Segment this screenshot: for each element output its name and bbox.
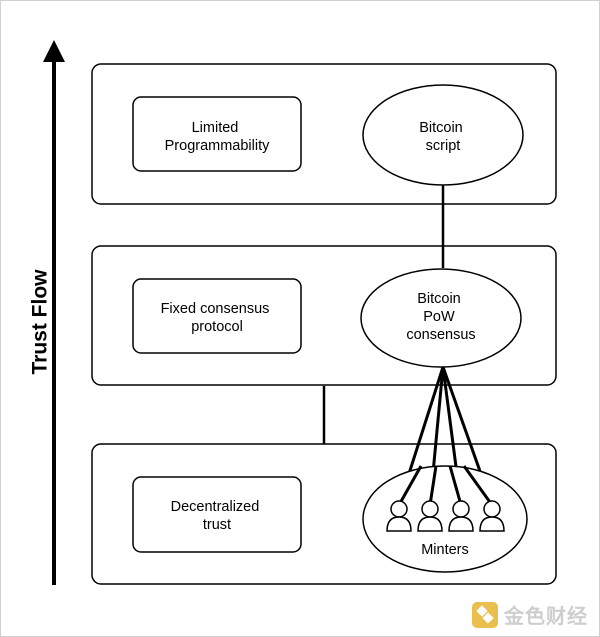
fixed-consensus-protocol-box	[132, 278, 302, 354]
bitcoin-pow-consensus-ellipse	[360, 268, 522, 368]
trust-flow-arrowhead	[43, 40, 65, 62]
decentralized-trust-box	[132, 476, 302, 553]
person-icon	[386, 500, 412, 532]
watermark: 金色财经	[472, 600, 588, 629]
minters-label: Minters	[421, 542, 469, 558]
minter-connection-line	[448, 465, 463, 506]
minter-connection-line	[428, 465, 438, 506]
minter-connections-inner	[397, 465, 494, 506]
layer-bottom-container	[91, 443, 557, 585]
minters-ellipse	[362, 465, 528, 573]
minter-icons	[386, 500, 505, 532]
decentralized-trust-text: Decentralized trust	[171, 499, 264, 533]
bitcoin-pow-consensus-text: Bitcoin PoW consensus	[406, 291, 475, 343]
trust-flow-arrow	[43, 40, 65, 585]
jinse-logo-icon	[472, 601, 498, 628]
minter-connection-line	[462, 465, 494, 506]
person-icon	[448, 500, 474, 532]
layer-top-container	[91, 63, 557, 205]
bitcoin-script-text: Bitcoin script	[419, 120, 467, 154]
trust-flow-label: Trust Flow	[29, 269, 52, 375]
bitcoin-script-ellipse	[362, 84, 524, 186]
person-icon	[417, 500, 443, 532]
minter-connection-line	[397, 465, 423, 506]
layer-middle-container	[91, 245, 557, 386]
limited-programmability-box	[132, 96, 302, 172]
fixed-consensus-protocol-text: Fixed consensus protocol	[161, 301, 274, 335]
person-icon	[479, 500, 505, 532]
watermark-text: 金色财经	[504, 604, 588, 628]
limited-programmability-text: Limited Programmability	[165, 120, 270, 154]
